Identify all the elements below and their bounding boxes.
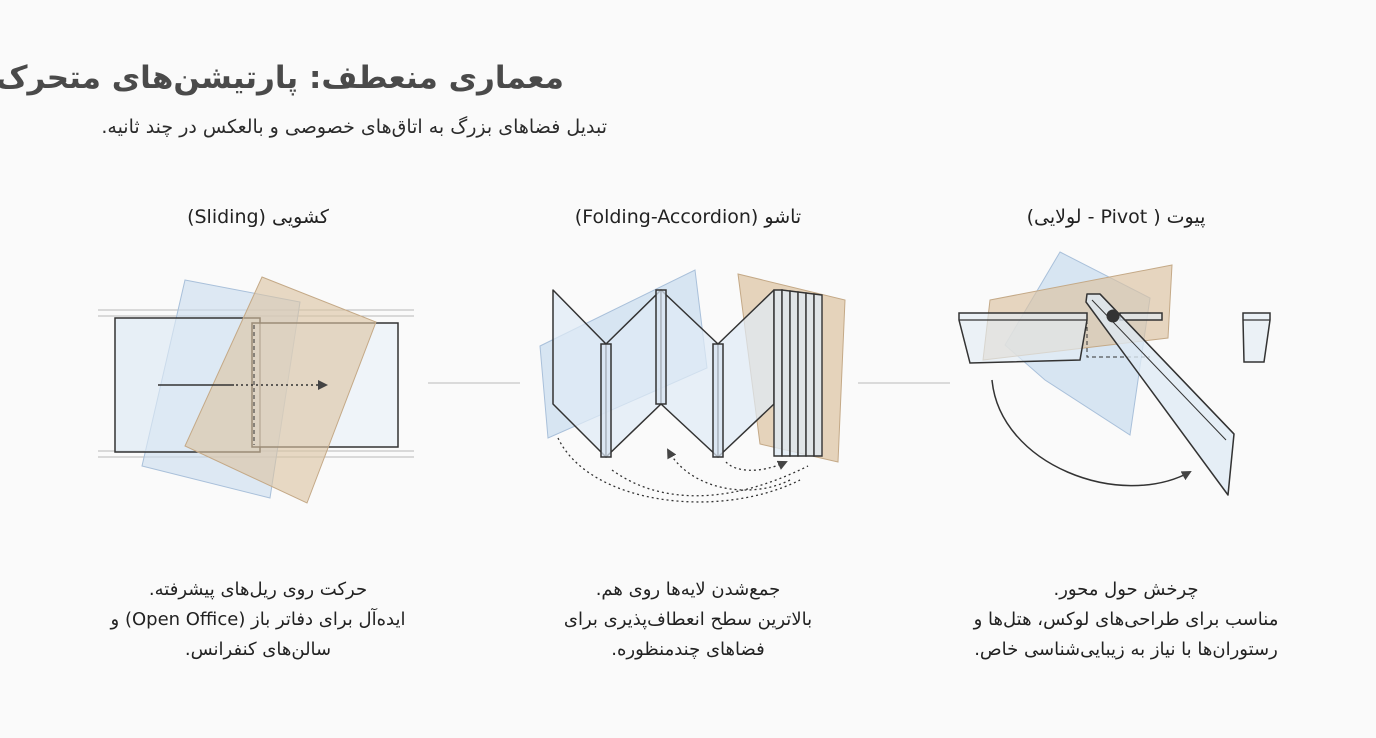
pivot-description: چرخش حول محور. مناسب برای طراحی‌های لوکس…: [936, 575, 1316, 665]
folding-hinge-2: [655, 289, 667, 405]
pivot-diagram: [958, 251, 1271, 496]
folding-stack-1: [773, 289, 783, 457]
sliding-label: کشویی (Sliding): [187, 206, 329, 228]
pivot-desc-line-1: چرخش حول محور.: [1053, 579, 1199, 600]
folding-diagram: [539, 269, 846, 503]
folding-label: تاشو (Folding-Accordion): [574, 206, 802, 228]
pivot-label: پیوت ( Pivot - لولایی): [1026, 206, 1206, 228]
page-subtitle: تبدیل فضاهای بزرگ به اتاق‌های خصوصی و با…: [101, 116, 607, 138]
pivot-rotation-arrow: [991, 379, 1192, 487]
sliding-glass-tan: [184, 276, 377, 504]
folding-desc-line-1: جمع‌شدن لایه‌ها روی هم.: [595, 579, 781, 600]
sliding-diagram: [98, 276, 414, 504]
folding-hinge-3: [712, 343, 724, 458]
folding-hinge-1: [600, 343, 612, 458]
folding-desc-line-2: بالاترین سطح انعطاف‌پذیری برای: [563, 609, 813, 630]
folding-stack-2: [781, 289, 791, 457]
pivot-door-panel: [1085, 293, 1235, 496]
sliding-desc-line-3: سالن‌های کنفرانس.: [184, 639, 332, 660]
pivot-desc-line-2: مناسب برای طراحی‌های لوکس، هتل‌ها و: [973, 609, 1279, 630]
folding-stack-6: [813, 293, 823, 457]
pivot-axis-point: [1106, 309, 1120, 323]
folding-stack-5: [805, 292, 815, 457]
folding-arc-2: [611, 465, 809, 497]
folding-stack-4: [797, 291, 807, 457]
pivot-wall-right: [1119, 312, 1163, 321]
page-title: معماری منعطف: پارتیشن‌های متحرک: [0, 60, 564, 96]
sliding-desc-line-2: ایده‌آل برای دفاتر باز (Open Office) و: [110, 609, 406, 630]
pivot-door-edge-2: [1091, 299, 1227, 441]
pivot-door-edge: [1099, 293, 1235, 435]
folding-arc-4: [725, 460, 788, 471]
folding-arc-1: [557, 437, 801, 503]
sliding-description: حرکت روی ریل‌های پیشرفته. ایده‌آل برای د…: [68, 575, 448, 665]
folding-arc-3: [667, 448, 791, 491]
folding-description: جمع‌شدن لایه‌ها روی هم. بالاترین سطح انع…: [498, 575, 878, 665]
pivot-desc-line-3: رستوران‌ها با نیاز به زیبایی‌شناسی خاص.: [974, 639, 1278, 660]
folding-stack-3: [789, 290, 799, 457]
sliding-desc-line-1: حرکت روی ریل‌های پیشرفته.: [148, 579, 368, 600]
folding-desc-line-3: فضاهای چندمنظوره.: [611, 639, 765, 660]
